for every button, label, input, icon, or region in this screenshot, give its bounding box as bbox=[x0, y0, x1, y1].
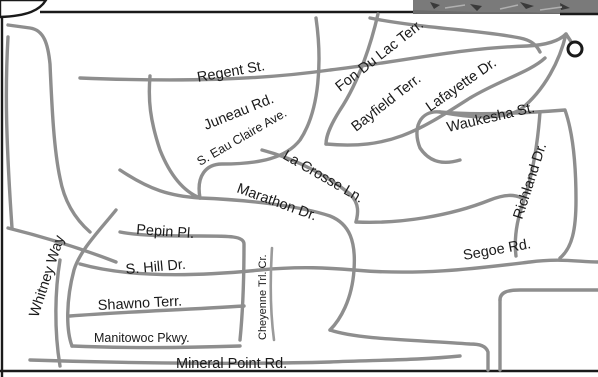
road-regent-connector bbox=[147, 74, 202, 200]
road-whitney-way bbox=[6, 226, 118, 264]
label-la-crosse: La Crosse Ln. bbox=[280, 148, 366, 207]
road-bayfield bbox=[324, 56, 547, 147]
label-pepin-pl: Pepin Pl. bbox=[136, 222, 195, 242]
road-southeast-corner bbox=[328, 328, 490, 372]
label-whitney-way: Whitney Way bbox=[27, 233, 69, 319]
road-southeast-inner bbox=[498, 288, 598, 302]
label-mineral-point: Mineral Point Rd. bbox=[176, 356, 287, 372]
road-segoe bbox=[352, 258, 598, 274]
label-regent-st: Regent St. bbox=[196, 58, 266, 86]
road-manitowoc bbox=[70, 344, 242, 350]
road-cheyenne bbox=[269, 246, 276, 342]
label-cheyenne: Cheyenne Trl. Cr. bbox=[257, 254, 269, 340]
road-s-hill-dr bbox=[78, 262, 356, 277]
photo-inset bbox=[413, 0, 598, 14]
road-fon-du-lac-curve bbox=[368, 16, 542, 54]
road-eau-claire bbox=[197, 16, 321, 200]
road-pepin-loop bbox=[66, 208, 118, 348]
circle-marker-icon bbox=[566, 40, 584, 58]
road-west-edge bbox=[4, 35, 14, 230]
road-waukesha bbox=[438, 108, 578, 260]
road-fon-du-lac-vertical bbox=[324, 12, 380, 146]
road-mineral-point bbox=[28, 354, 462, 366]
road-whitney-lower bbox=[54, 258, 62, 368]
road-marathon bbox=[118, 168, 357, 332]
road-pepin-pl bbox=[118, 230, 246, 342]
label-richland: Richland Dr. bbox=[511, 141, 551, 221]
label-s-hill-dr: S. Hill Dr. bbox=[125, 257, 187, 278]
road-shawno bbox=[68, 304, 246, 318]
street-labels: Regent St. Fon Du Lac Terr. Juneau Rd. B… bbox=[27, 17, 551, 372]
road-network bbox=[4, 12, 598, 372]
road-regent-st bbox=[78, 32, 568, 82]
road-la-crosse bbox=[260, 148, 360, 224]
road-northwest-curve bbox=[6, 23, 92, 234]
road-la-crosse-east bbox=[354, 193, 526, 224]
label-segoe-rd: Segoe Rd. bbox=[462, 236, 532, 264]
label-manitowoc: Manitowoc Pkwy. bbox=[94, 331, 190, 345]
label-shawno: Shawno Terr. bbox=[97, 294, 182, 314]
label-lafayette: Lafayette Dr. bbox=[423, 55, 500, 115]
location-marker bbox=[566, 40, 584, 58]
